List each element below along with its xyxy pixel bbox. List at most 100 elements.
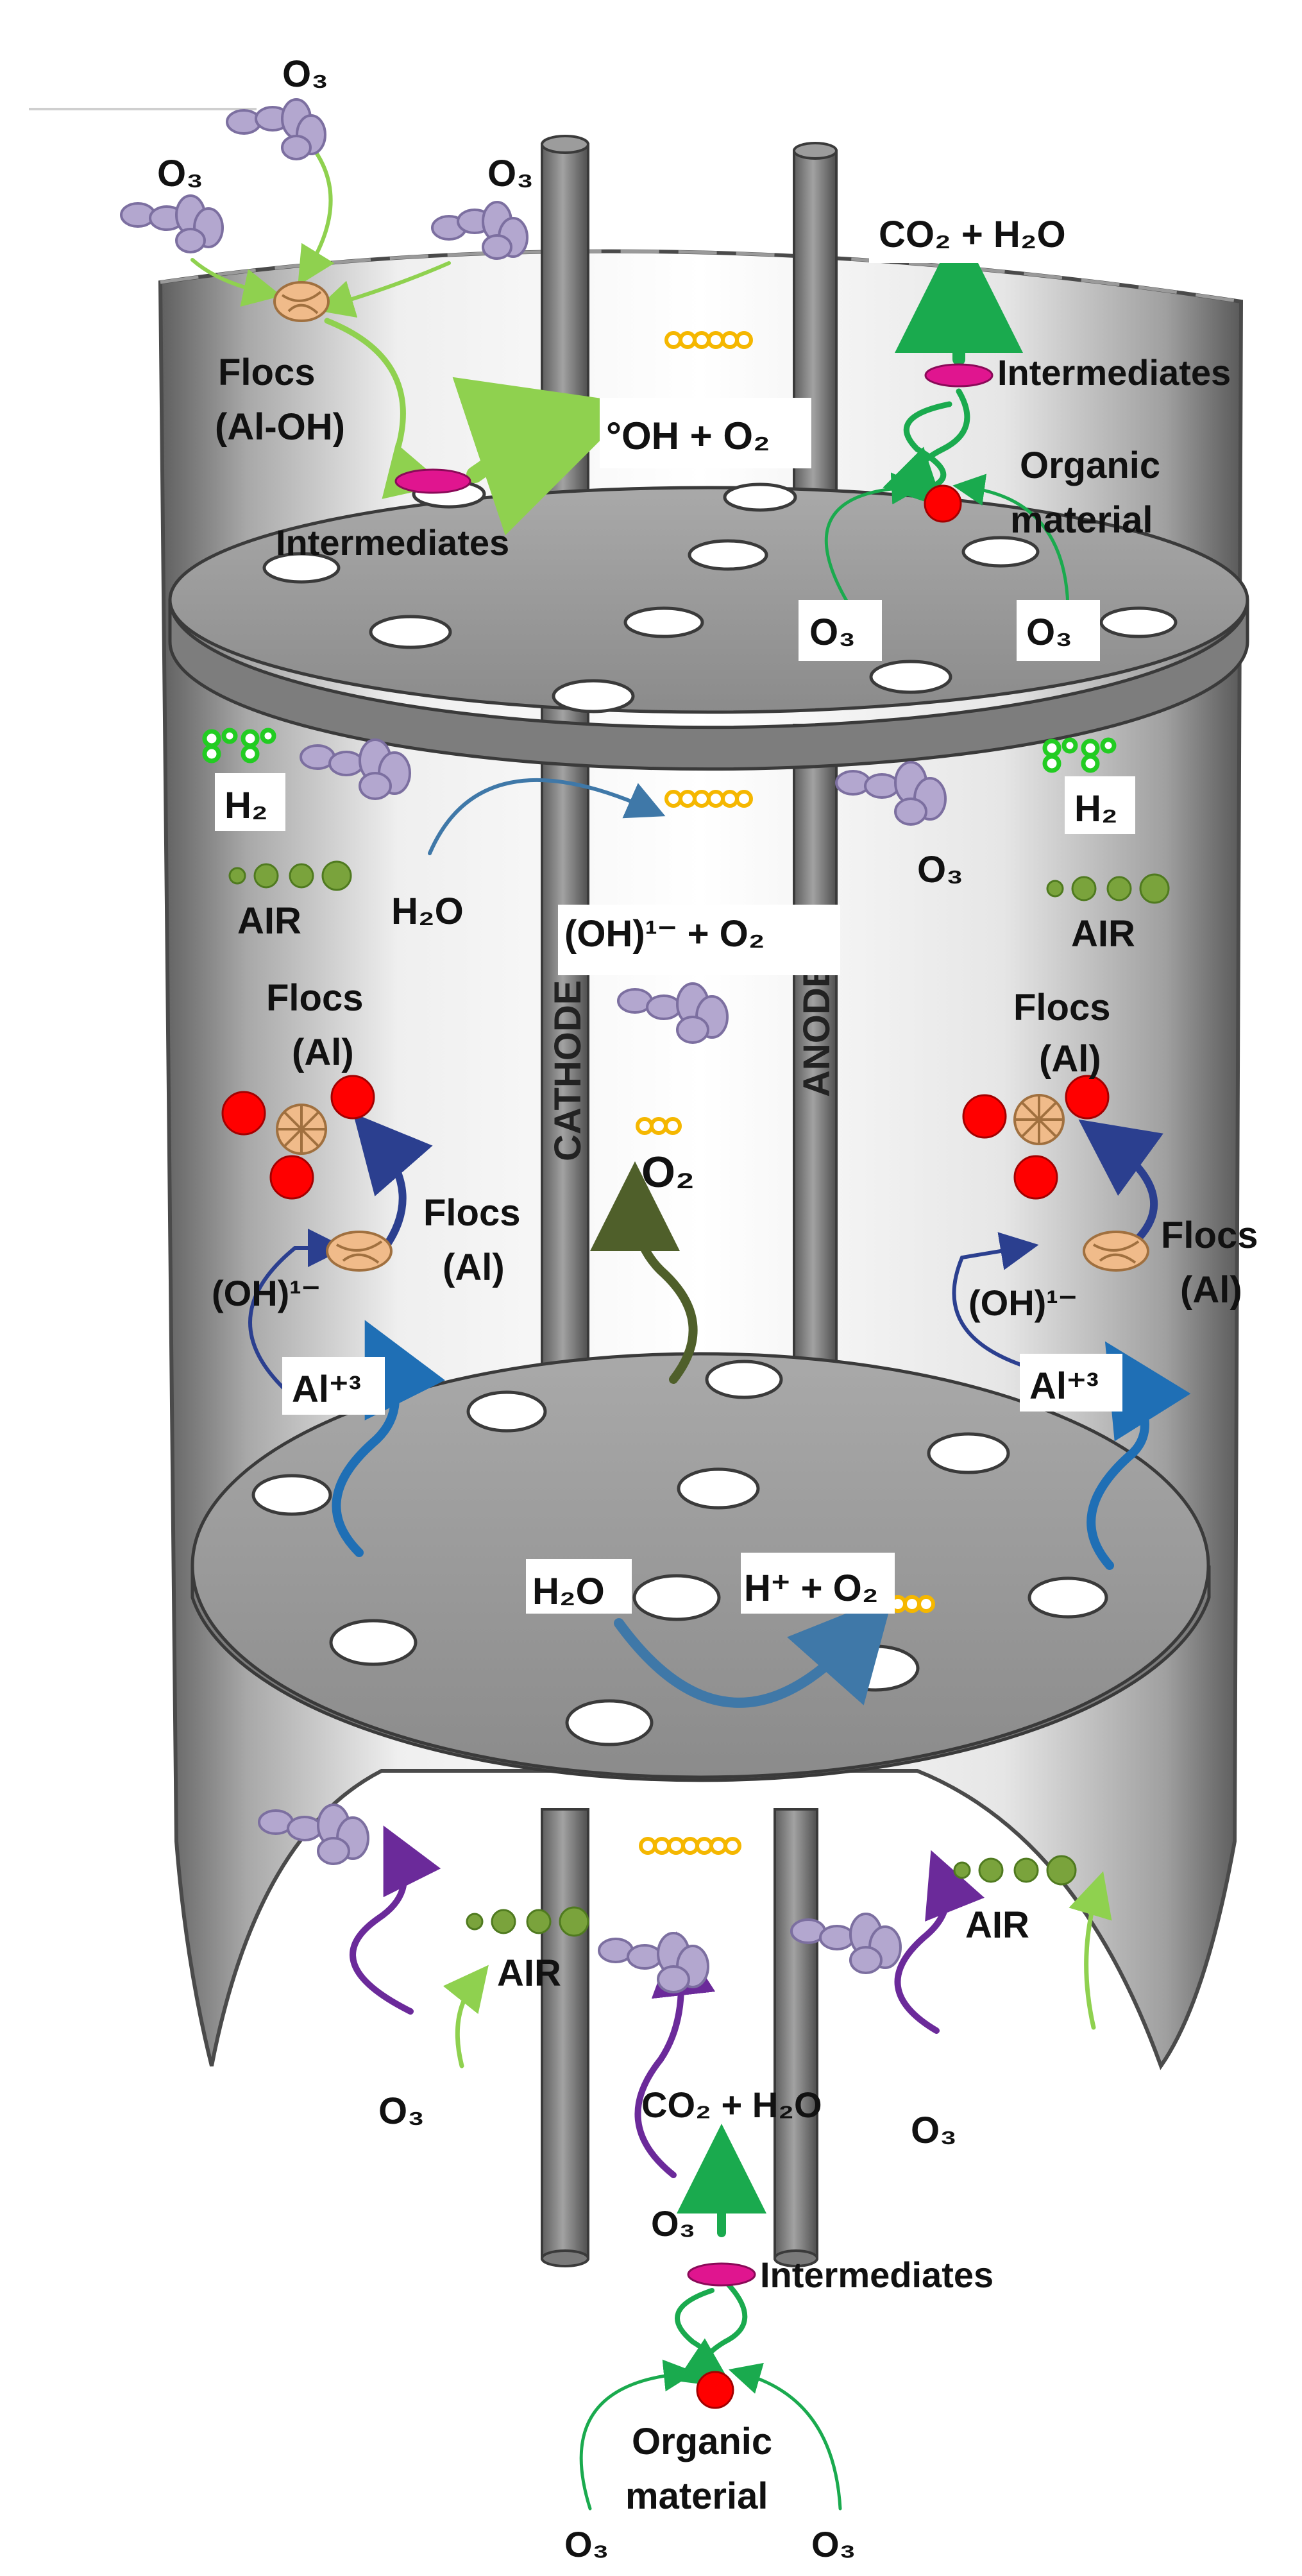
label-top-intermediates-left: Intermediates bbox=[276, 522, 509, 563]
label-top-o3-plate-right: O₃ bbox=[1026, 611, 1072, 653]
label-mid-air-right: AIR bbox=[1071, 913, 1135, 955]
ozone-clusters bbox=[120, 98, 947, 1993]
label-top-o3-b: O₃ bbox=[157, 153, 203, 194]
label-top-co2-h2o: CO₂ + H₂O bbox=[879, 214, 1066, 255]
label-top-flocs: Flocs bbox=[218, 352, 316, 393]
ozone-cluster bbox=[120, 194, 224, 253]
floc-wheel bbox=[1013, 1094, 1065, 1145]
upper-plate bbox=[168, 479, 1249, 771]
ozone-cluster bbox=[617, 982, 729, 1044]
plate-hole bbox=[677, 1467, 760, 1510]
plate-hole bbox=[688, 539, 768, 571]
label-mid-flocs-left-small: Flocs bbox=[423, 1192, 521, 1234]
label-mid-flocs-right: Flocs bbox=[1013, 987, 1111, 1028]
gas-chain bbox=[664, 790, 753, 808]
arrow-floc-to-flocs bbox=[353, 1113, 433, 1252]
arrow-o3-to-floc bbox=[315, 261, 451, 318]
label-bot-o3-corner-left: O₃ bbox=[564, 2524, 609, 2564]
red-particle bbox=[1065, 1075, 1110, 1120]
arrow-o3-entering bbox=[894, 1850, 985, 2034]
air-bubble-group bbox=[1046, 873, 1170, 904]
label-bot-o3-corner-right: O₃ bbox=[811, 2524, 856, 2564]
floc-particle bbox=[273, 281, 330, 322]
plate-hole bbox=[565, 1699, 654, 1746]
label-mid-h2-left: H₂ bbox=[224, 785, 268, 826]
plate-hole bbox=[1027, 1576, 1108, 1619]
floc-cluster bbox=[962, 1075, 1110, 1200]
label-mid-flocs-left: Flocs bbox=[266, 977, 364, 1019]
red-particle bbox=[269, 1155, 314, 1200]
arrow-o3-entering bbox=[350, 1825, 441, 2015]
air-bubble-group bbox=[953, 1855, 1077, 1886]
plate-hole bbox=[632, 1574, 721, 1621]
label-mid-air-left: AIR bbox=[237, 900, 301, 942]
ozone-cluster bbox=[598, 1932, 709, 1993]
label-mid-flocs-right-small-type: (Al) bbox=[1180, 1269, 1242, 1311]
label-mid-o2: O₂ bbox=[641, 1148, 695, 1197]
upper-plate-holes bbox=[262, 479, 1178, 713]
gas-chain bbox=[889, 1595, 935, 1613]
gas-chain bbox=[639, 1837, 741, 1855]
arrow-o3-to-organic bbox=[824, 472, 924, 608]
plate-hole bbox=[329, 1619, 418, 1666]
h2-bubble-group bbox=[202, 728, 276, 763]
yellow-gas-chains bbox=[636, 331, 935, 1855]
arrow-organic-to-intermediates bbox=[676, 2282, 748, 2389]
label-bot-o3-center: O₃ bbox=[651, 2203, 695, 2244]
label-bot-intermediates: Intermediates bbox=[760, 2255, 993, 2295]
arrow-floc-to-flocs bbox=[1078, 1119, 1163, 1242]
h2-bubbles bbox=[202, 728, 1117, 773]
anode-rod-bottom bbox=[774, 2249, 818, 2267]
gas-chain bbox=[664, 331, 753, 349]
plate-hole bbox=[552, 679, 635, 713]
label-backgrounds bbox=[215, 202, 1135, 1614]
plate-hole bbox=[262, 552, 341, 584]
red-particle bbox=[1013, 1155, 1058, 1200]
label-mid-al-right: Al⁺³ bbox=[1029, 1365, 1099, 1407]
intermediates-markers bbox=[394, 363, 993, 2287]
label-low-h2o: H₂O bbox=[532, 1571, 605, 1612]
ozone-cluster bbox=[835, 761, 947, 826]
label-bot-o3-left: O₃ bbox=[378, 2090, 425, 2132]
flocs bbox=[221, 281, 1149, 1272]
label-bot-organic: Organic bbox=[632, 2421, 772, 2462]
gas-chain bbox=[636, 1117, 682, 1135]
label-top-flocs-type: (Al-OH) bbox=[215, 406, 345, 448]
red-particle bbox=[962, 1094, 1007, 1139]
organic-particle bbox=[696, 2371, 734, 2409]
plate-hole bbox=[869, 660, 952, 694]
air-bubbles bbox=[228, 860, 1170, 1937]
intermediate-marker bbox=[687, 2262, 756, 2287]
plate-hole bbox=[723, 482, 797, 512]
intermediate-marker bbox=[394, 468, 471, 494]
label-mid-flocs-left-small-type: (Al) bbox=[443, 1247, 505, 1288]
floc-cluster bbox=[221, 1075, 375, 1200]
label-top-o3-a: O₃ bbox=[282, 53, 328, 95]
arrow-o3-to-organic bbox=[728, 2362, 842, 2511]
ozone-cluster bbox=[258, 1804, 369, 1865]
arrow-al-rising bbox=[332, 1320, 445, 1557]
label-bot-material: material bbox=[625, 2475, 768, 2517]
plate-hole bbox=[466, 1390, 547, 1433]
arrow-air-entering bbox=[1069, 1871, 1112, 2030]
label-mid-al-left: Al⁺³ bbox=[292, 1369, 361, 1410]
cathode-rod-bottom bbox=[541, 2249, 589, 2267]
floc-wheel bbox=[276, 1104, 327, 1155]
cathode-rod-top bbox=[541, 135, 589, 154]
ozone-cluster bbox=[226, 98, 326, 160]
cathode-rod-lower bbox=[541, 1808, 589, 2260]
label-bot-co2-h2o: CO₂ + H₂O bbox=[641, 2085, 822, 2125]
arrow-al-rising bbox=[1086, 1341, 1191, 1570]
arrow-floc-to-intermediates bbox=[324, 318, 445, 499]
plate-hole bbox=[961, 536, 1040, 568]
label-mid-flocs-left-type: (Al) bbox=[292, 1032, 354, 1073]
arrow-o3-to-organic bbox=[952, 473, 1070, 608]
label-low-hplus-o2: H⁺ + O₂ bbox=[744, 1567, 879, 1609]
floc-particle bbox=[326, 1231, 393, 1272]
ozone-cluster bbox=[431, 201, 528, 260]
anode-rod-top bbox=[793, 142, 838, 160]
red-particle bbox=[221, 1091, 266, 1136]
organic-particles bbox=[696, 484, 962, 2409]
arrow-h2o-to-oh bbox=[428, 778, 666, 855]
